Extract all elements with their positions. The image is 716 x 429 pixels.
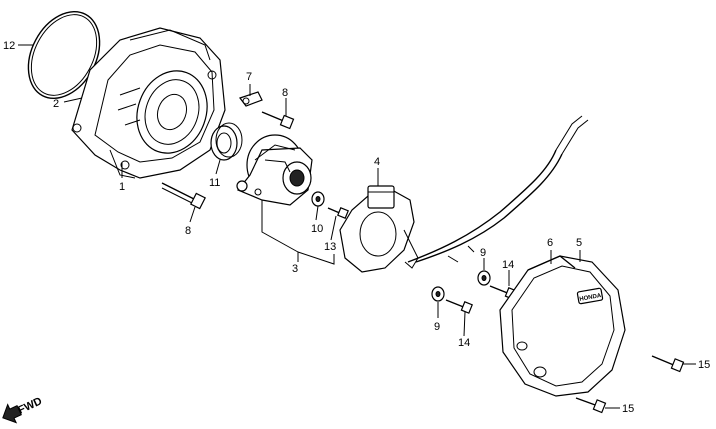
fwd-indicator: FWD (2, 395, 44, 424)
bolt-part-lower (161, 182, 206, 210)
screw-part (327, 207, 349, 219)
callout-6: 6 (547, 237, 553, 249)
callout-3: 3 (292, 263, 298, 275)
callout-13: 13 (324, 241, 336, 253)
fwd-label: FWD (16, 395, 44, 416)
collar-part-lower (431, 286, 445, 302)
clamp-part (239, 91, 263, 107)
pulser-plate-part (339, 115, 589, 273)
cover-part: HONDA (499, 255, 626, 397)
callout-4: 4 (374, 156, 380, 168)
callout-labels: 12 2 1 7 8 11 8 3 10 13 4 9 14 9 14 6 5 … (3, 40, 710, 415)
washer-part (311, 191, 325, 207)
collar-part-upper (477, 270, 491, 286)
callout-12: 12 (3, 40, 15, 52)
screw-part-15-lower (575, 397, 607, 414)
bolt-part-upper (261, 111, 295, 130)
callout-8-lower: 8 (185, 225, 191, 237)
callout-9-upper: 9 (480, 247, 486, 259)
callout-14-lower: 14 (458, 337, 470, 349)
callout-7: 7 (246, 71, 252, 83)
callout-5: 5 (576, 237, 582, 249)
callout-14-upper: 14 (502, 259, 514, 271)
fwd-arrow-icon (2, 403, 22, 424)
oil-seal-part (210, 122, 243, 161)
callout-15-upper: 15 (698, 359, 710, 371)
callout-2: 2 (53, 98, 59, 110)
screw-part-15-upper (651, 355, 685, 373)
callout-10: 10 (311, 223, 323, 235)
leader-lines (18, 44, 696, 409)
callout-1: 1 (119, 181, 125, 193)
callout-15-lower: 15 (622, 403, 634, 415)
governor-assembly-part (236, 134, 313, 206)
cover-badge: HONDA (579, 293, 602, 303)
bolt-part-14-lower (445, 299, 473, 314)
callout-9-lower: 9 (434, 321, 440, 333)
callout-8-upper: 8 (282, 87, 288, 99)
housing-part (71, 27, 226, 179)
callout-11: 11 (209, 177, 220, 189)
